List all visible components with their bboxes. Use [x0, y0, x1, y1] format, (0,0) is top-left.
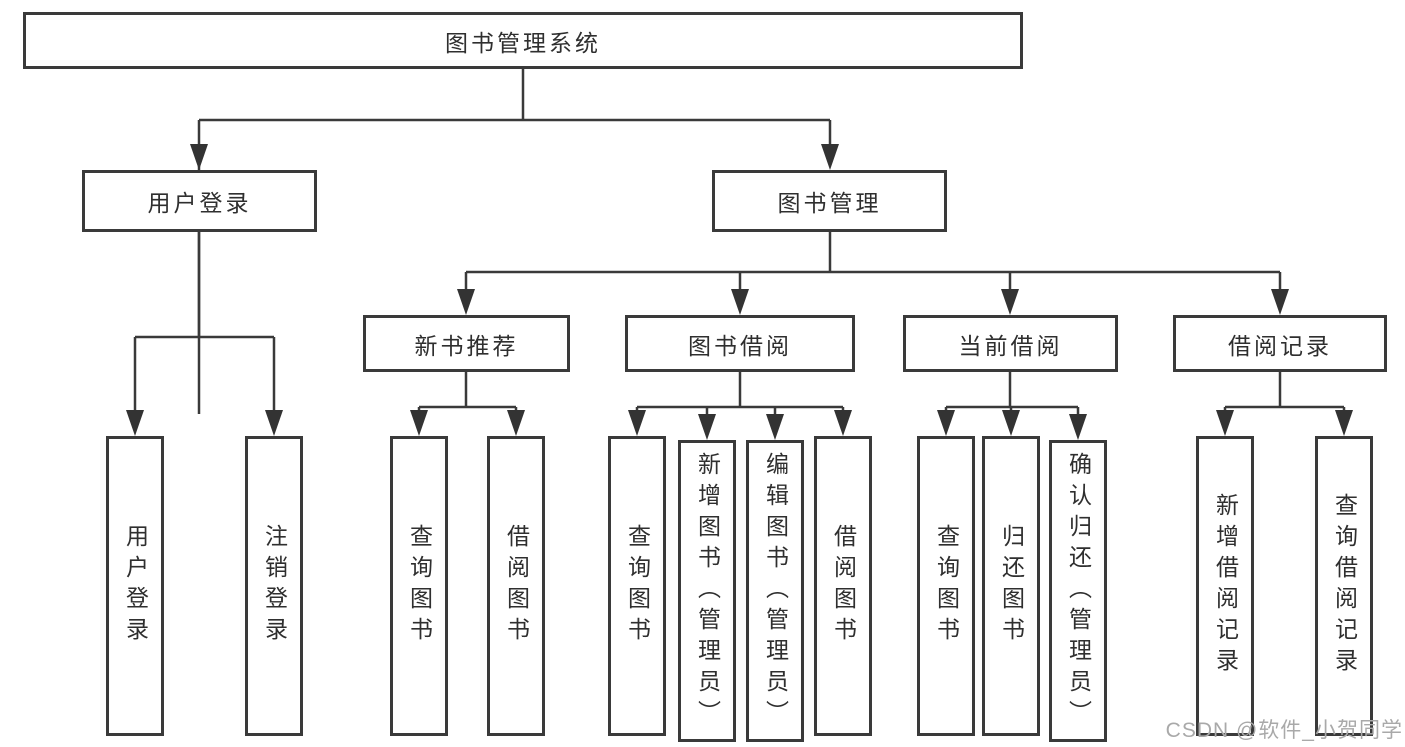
- arrowhead-current-borrow: [1001, 289, 1019, 315]
- node-current-borrow: 当前借阅: [903, 315, 1118, 372]
- node-root: 图书管理系统: [23, 12, 1023, 69]
- arrowhead-user-login: [190, 144, 208, 170]
- leaf-query-borrow-record: 查询借阅记录: [1315, 436, 1373, 736]
- connector-newbook-to-leaves: [417, 372, 518, 412]
- leaf-add-borrow-record: 新增借阅记录: [1196, 436, 1254, 736]
- arrowhead-leaf-return-book: [1002, 410, 1020, 436]
- connector-borrow-to-leaves: [635, 372, 845, 414]
- leaf-query-books-newbook: 查询图书: [390, 436, 448, 736]
- leaf-query-books-current: 查询图书: [917, 436, 975, 736]
- node-book-borrow: 图书借阅: [625, 315, 855, 372]
- leaf-logout: 注销登录: [245, 436, 303, 736]
- arrowhead-leaf-edit-book: [766, 414, 784, 440]
- leaf-user-login: 用户登录: [106, 436, 164, 736]
- node-new-book-recommend: 新书推荐: [363, 315, 570, 372]
- arrowhead-leaf-borrow-books-2: [834, 410, 852, 436]
- leaf-borrow-books-borrow: 借阅图书: [814, 436, 872, 736]
- arrowhead-leaf-add-record: [1216, 410, 1234, 436]
- connector-current-to-leaves: [944, 372, 1080, 414]
- arrowhead-leaf-user-login: [126, 410, 144, 436]
- csdn-watermark: CSDN @软件_小贺同学: [1165, 719, 1403, 742]
- connector-records-to-leaves: [1223, 372, 1346, 412]
- leaf-add-book-admin: 新增图书（管理员）: [678, 440, 736, 742]
- arrowhead-leaf-query-record: [1335, 410, 1353, 436]
- node-book-management: 图书管理: [712, 170, 947, 232]
- node-borrow-records: 借阅记录: [1173, 315, 1387, 372]
- arrowhead-borrow-records: [1271, 289, 1289, 315]
- arrowhead-book-mgmt: [821, 144, 839, 170]
- arrowhead-book-borrow: [731, 289, 749, 315]
- arrowhead-leaf-borrow-books-1: [507, 410, 525, 436]
- arrowhead-leaf-logout: [265, 410, 283, 436]
- leaf-return-book: 归还图书: [982, 436, 1040, 736]
- leaf-query-books-borrow: 查询图书: [608, 436, 666, 736]
- leaf-borrow-books-newbook: 借阅图书: [487, 436, 545, 736]
- connector-root-to-level2: [197, 68, 832, 414]
- connector-mgmt-to-level3: [464, 232, 1282, 291]
- leaf-edit-book-admin: 编辑图书（管理员）: [746, 440, 804, 742]
- arrowhead-new-book-rec: [457, 289, 475, 315]
- connector-login-to-leaves: [133, 232, 276, 412]
- arrowhead-leaf-add-book: [698, 414, 716, 440]
- arrowhead-leaf-confirm-return: [1069, 414, 1087, 440]
- node-user-login-group: 用户登录: [82, 170, 317, 232]
- arrowhead-leaf-query-books-2: [628, 410, 646, 436]
- leaf-confirm-return-admin: 确认归还（管理员）: [1049, 440, 1107, 742]
- arrowhead-leaf-query-books-1: [410, 410, 428, 436]
- arrowhead-leaf-query-books-3: [937, 410, 955, 436]
